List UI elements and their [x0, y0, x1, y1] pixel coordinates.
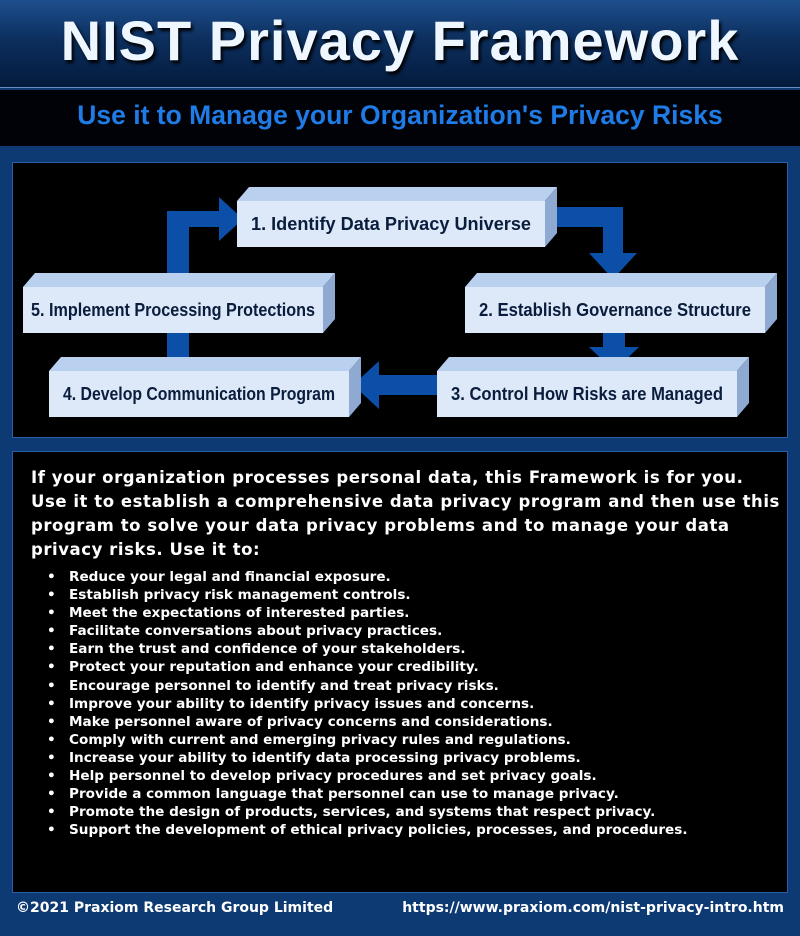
list-item-text: Meet the expectations of interested part…: [69, 605, 410, 622]
benefits-list: •Reduce your legal and financial exposur…: [47, 568, 787, 839]
page-title: NIST Privacy Framework: [60, 9, 740, 72]
list-item-text: Make personnel aware of privacy concerns…: [69, 713, 553, 730]
list-item: •Promote the design of products, service…: [47, 804, 656, 821]
list-item-text: Help personnel to develop privacy proced…: [69, 768, 597, 785]
list-item: •Protect your reputation and enhance you…: [47, 659, 479, 676]
list-item: •Earn the trust and confidence of your s…: [47, 641, 466, 658]
list-item: •Increase your ability to identify data …: [47, 749, 581, 766]
step-label-5: 5. Implement Processing Protections: [31, 300, 315, 320]
source-url-link[interactable]: https://www.praxiom.com/nist-privacy-int…: [402, 900, 784, 916]
list-item: •Help personnel to develop privacy proce…: [47, 768, 597, 785]
list-item: •Improve your ability to identify privac…: [47, 695, 535, 712]
list-item-text: Comply with current and emerging privacy…: [69, 731, 571, 748]
list-item: •Provide a common language that personne…: [47, 786, 619, 803]
step-box-3: 3. Control How Risks are Managed: [437, 357, 749, 417]
copyright-notice: ©2021 Praxiom Research Group Limited: [16, 900, 334, 916]
list-item-text: Support the development of ethical priva…: [69, 822, 688, 839]
list-item-text: Protect your reputation and enhance your…: [69, 659, 479, 676]
list-item-text: Increase your ability to identify data p…: [69, 749, 581, 766]
step-box-1: 1. Identify Data Privacy Universe: [237, 187, 557, 247]
page-subtitle: Use it to Manage your Organization's Pri…: [77, 100, 723, 130]
list-item: •Comply with current and emerging privac…: [47, 731, 571, 748]
list-item: •Support the development of ethical priv…: [47, 822, 688, 839]
list-item: •Reduce your legal and financial exposur…: [47, 569, 391, 585]
list-item: •Meet the expectations of interested par…: [47, 605, 410, 622]
header-banner: [0, 0, 800, 88]
list-item-text: Promote the design of products, services…: [69, 804, 656, 821]
step-label-2: 2. Establish Governance Structure: [479, 300, 751, 320]
list-item-text: Reduce your legal and financial exposure…: [69, 569, 391, 585]
arrow-1-to-2: [543, 207, 637, 279]
step-label-3: 3. Control How Risks are Managed: [451, 384, 723, 404]
list-item: •Encourage personnel to identify and tre…: [47, 677, 499, 694]
intro-paragraph: If your organization processes personal …: [31, 468, 780, 559]
list-item-text: Establish privacy risk management contro…: [69, 587, 411, 604]
step-box-2: 2. Establish Governance Structure: [465, 273, 777, 333]
list-item: •Make personnel aware of privacy concern…: [47, 713, 553, 730]
cycle-diagram-panel: 1. Identify Data Privacy Universe 2. Est…: [12, 162, 788, 438]
list-item: •Establish privacy risk management contr…: [47, 587, 411, 604]
list-item-text: Improve your ability to identify privacy…: [69, 695, 535, 712]
list-item-text: Provide a common language that personnel…: [69, 786, 619, 803]
step-label-1: 1. Identify Data Privacy Universe: [251, 214, 531, 234]
step-box-5: 5. Implement Processing Protections: [23, 273, 335, 333]
cycle-diagram: 1. Identify Data Privacy Universe 2. Est…: [23, 187, 777, 417]
description-panel: If your organization processes personal …: [12, 451, 788, 893]
arrow-5-to-1: [167, 197, 243, 273]
arrow-3-to-4: [353, 361, 437, 409]
arrow-2-to-3: [589, 333, 639, 371]
list-item-text: Facilitate conversations about privacy p…: [69, 623, 443, 640]
list-item-text: Encourage personnel to identify and trea…: [69, 677, 499, 694]
list-item-text: Earn the trust and confidence of your st…: [69, 641, 466, 658]
list-item: •Facilitate conversations about privacy …: [47, 623, 443, 640]
step-label-4: 4. Develop Communication Program: [63, 384, 335, 404]
step-box-4: 4. Develop Communication Program: [49, 357, 361, 417]
subtitle-band: [0, 90, 800, 146]
